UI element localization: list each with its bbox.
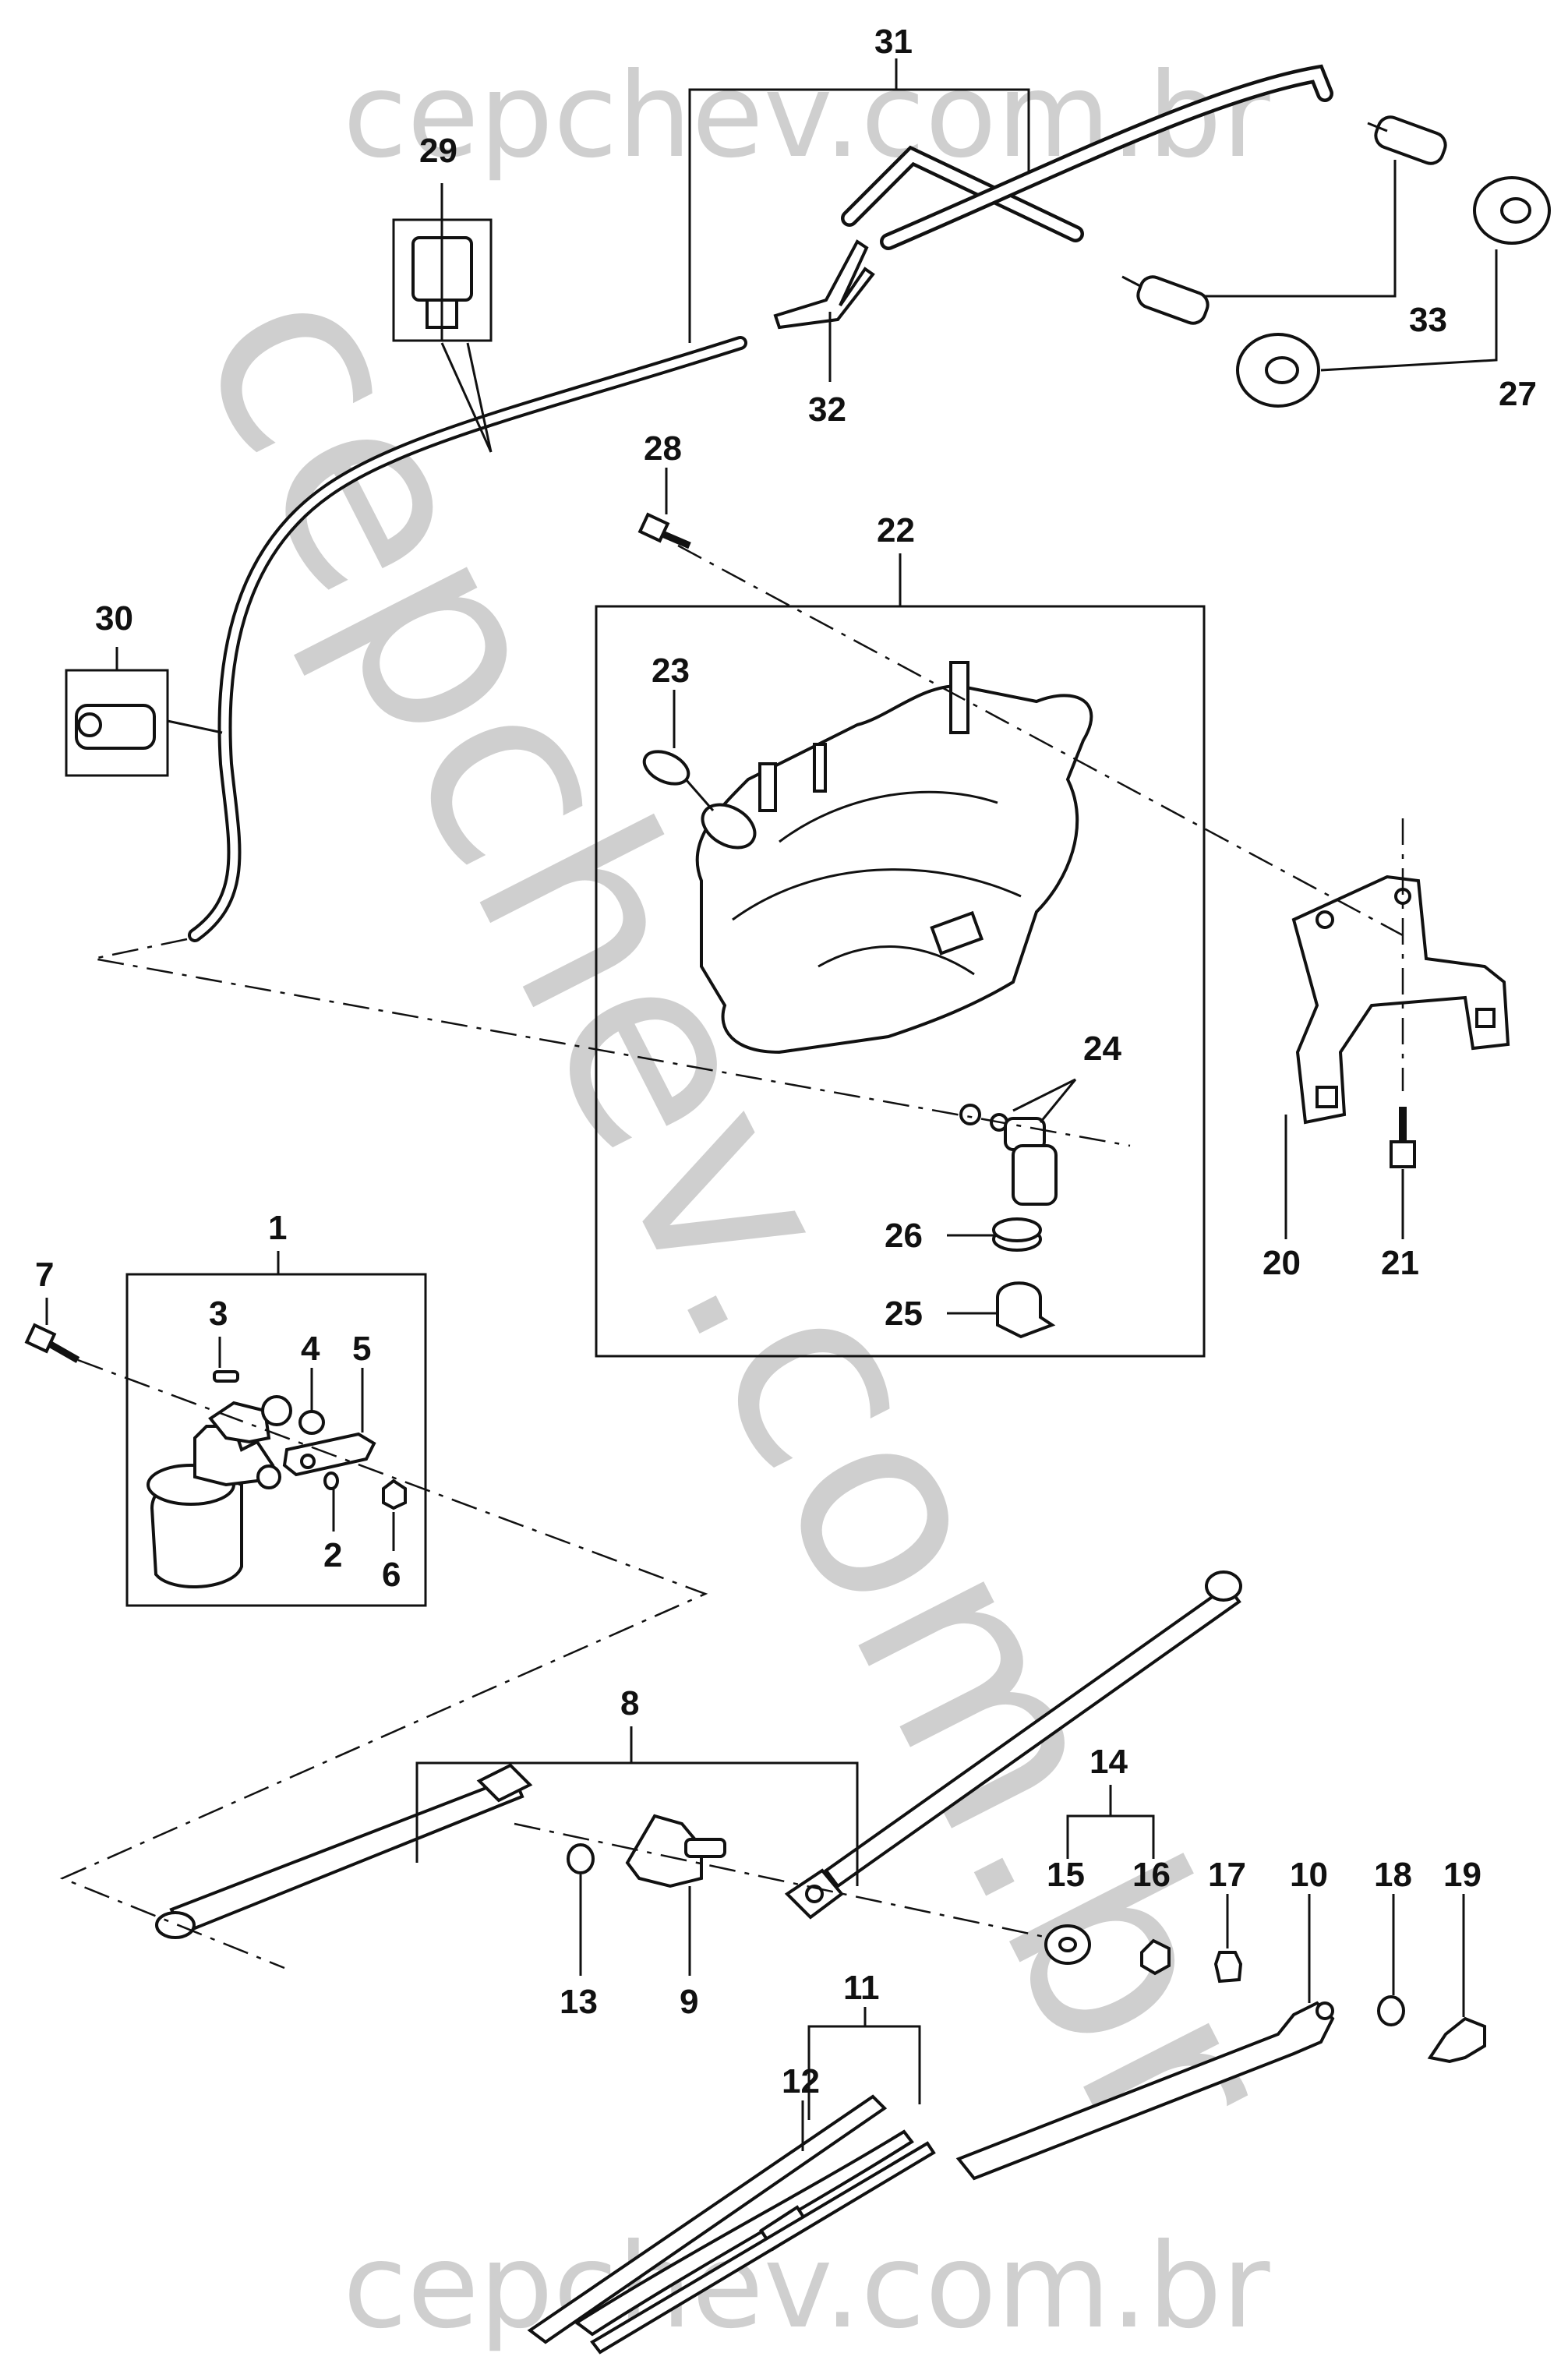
callout-4: 4 [301, 1330, 320, 1368]
callout-27: 27 [1499, 375, 1537, 413]
motor-bolt [24, 1323, 80, 1363]
wiper-motor [147, 1395, 292, 1588]
washer-nozzle-lower [1121, 275, 1210, 325]
callout-18: 18 [1374, 1856, 1412, 1894]
callout-9: 9 [680, 1983, 698, 2021]
motor-pin [213, 1370, 239, 1383]
callout-29: 29 [419, 132, 457, 170]
small-washer [323, 1471, 339, 1490]
pivot-bushing [567, 1843, 595, 1874]
wiper-pivot [625, 1814, 726, 1888]
callout-7: 7 [35, 1256, 54, 1294]
callout-33: 33 [1409, 301, 1447, 339]
pump-seal [992, 1217, 1042, 1252]
callout-1: 1 [268, 1209, 287, 1247]
callout-17: 17 [1208, 1856, 1246, 1894]
callout-labels: 31 29 33 32 27 28 22 30 23 24 26 20 21 2… [35, 23, 1537, 2100]
callout-3: 3 [209, 1295, 228, 1333]
motor-washer [298, 1410, 325, 1435]
assembly-guide-lines [59, 544, 1404, 1970]
arm-nut [1377, 1995, 1405, 2026]
washer-pump [959, 1104, 1058, 1206]
grommet-lower [1236, 333, 1320, 408]
callout-8: 8 [620, 1684, 639, 1722]
callout-5: 5 [352, 1330, 371, 1368]
callout-11: 11 [843, 1969, 880, 2007]
callout-13: 13 [560, 1983, 598, 2021]
pump-retainer [996, 1281, 1056, 1339]
leader-lines [45, 58, 1498, 2151]
callout-22: 22 [877, 511, 915, 549]
bracket-bolt [1390, 1107, 1416, 1168]
callout-23: 23 [652, 652, 690, 690]
washer-nozzle-upper [1367, 115, 1447, 165]
washer-hose [188, 336, 747, 942]
watermark-bottom: cepchev.com.br [343, 2219, 1270, 2355]
callout-2: 2 [323, 1536, 342, 1574]
callout-26: 26 [885, 1217, 923, 1255]
wiper-linkage-short-rod [155, 1763, 533, 1939]
pivot-cap [1213, 1951, 1243, 1984]
callout-30: 30 [95, 599, 133, 638]
callout-14: 14 [1089, 1743, 1128, 1781]
wiper-linkage-long-rod [784, 1570, 1242, 1920]
hose-clip-30 [75, 704, 156, 750]
grommet-upper [1473, 176, 1551, 245]
filler-neck-seal [642, 750, 757, 850]
callout-16: 16 [1132, 1856, 1171, 1894]
wiper-arm [955, 2001, 1335, 2181]
callout-12: 12 [782, 2062, 820, 2100]
hose-set-31 [841, 64, 1333, 250]
callout-6: 6 [382, 1556, 401, 1594]
callout-31: 31 [874, 23, 913, 61]
callout-32: 32 [808, 390, 846, 429]
wiper-blade-refill [590, 2141, 936, 2355]
callout-28: 28 [644, 429, 682, 468]
motor-nut [382, 1479, 407, 1510]
callout-15: 15 [1047, 1856, 1085, 1894]
reservoir-bolt [637, 512, 691, 549]
callout-24: 24 [1083, 1030, 1121, 1068]
pivot-washer [1140, 1938, 1171, 1976]
callout-10: 10 [1290, 1856, 1328, 1894]
watermark-top: cepchev.com.br [343, 48, 1270, 184]
arm-cover-cap [1427, 2016, 1486, 2064]
callout-20: 20 [1263, 1244, 1301, 1282]
y-connector [773, 239, 875, 330]
watermark-diagonal: cepchev.com.br [141, 235, 1335, 2190]
reservoir-bracket [1291, 874, 1510, 1125]
callout-19: 19 [1443, 1856, 1481, 1894]
callout-21: 21 [1381, 1244, 1419, 1282]
callout-25: 25 [885, 1295, 923, 1333]
wiper-motor-box [125, 1273, 427, 1607]
washer-fluid-reservoir [695, 661, 1093, 1055]
pivot-nut [1044, 1924, 1091, 1965]
